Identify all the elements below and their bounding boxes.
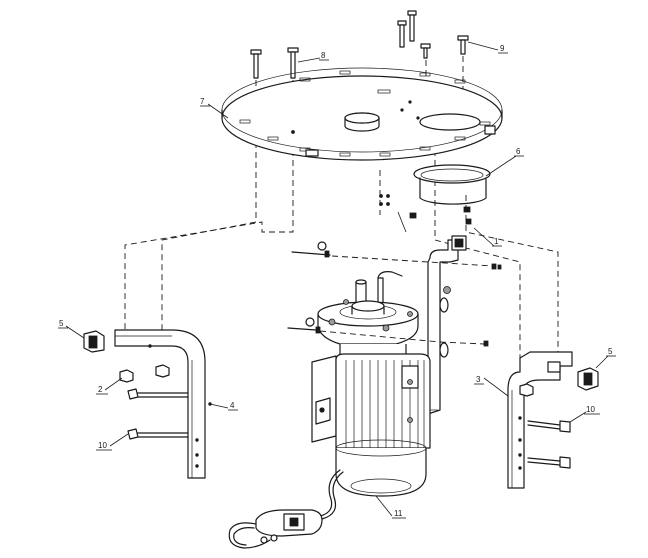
power-cable — [228, 469, 344, 549]
ring-plate — [221, 67, 503, 161]
callout-2: 2 — [98, 385, 103, 394]
center-bracket — [427, 235, 467, 415]
left-bolts — [127, 388, 189, 440]
callout-11: 11 — [394, 509, 403, 518]
callout-5-left: 5 — [59, 319, 64, 328]
callout-5-right: 5 — [608, 347, 613, 356]
callout-9: 9 — [500, 44, 505, 53]
callout-10-left: 10 — [98, 441, 107, 450]
callouts: 7 8 9 6 1 5 2 4 10 3 — [58, 41, 616, 519]
left-end-cap — [83, 330, 105, 353]
left-bracket — [114, 329, 212, 479]
callout-8: 8 — [321, 51, 326, 60]
right-bracket — [507, 351, 573, 489]
motor-assembly — [311, 271, 431, 497]
cross-bolt — [291, 241, 502, 270]
callout-10-right: 10 — [586, 405, 595, 414]
right-end-cap — [577, 367, 599, 391]
callout-7: 7 — [200, 97, 205, 106]
right-bolts — [527, 420, 571, 469]
callout-4: 4 — [230, 401, 235, 410]
motor-side-bolts — [287, 317, 489, 347]
callout-1: 1 — [494, 237, 499, 246]
small-fasteners — [379, 194, 472, 225]
callout-3: 3 — [476, 375, 481, 384]
collar — [413, 164, 491, 205]
top-bolts — [250, 10, 469, 79]
left-nuts — [119, 364, 170, 383]
callout-6: 6 — [516, 147, 521, 156]
